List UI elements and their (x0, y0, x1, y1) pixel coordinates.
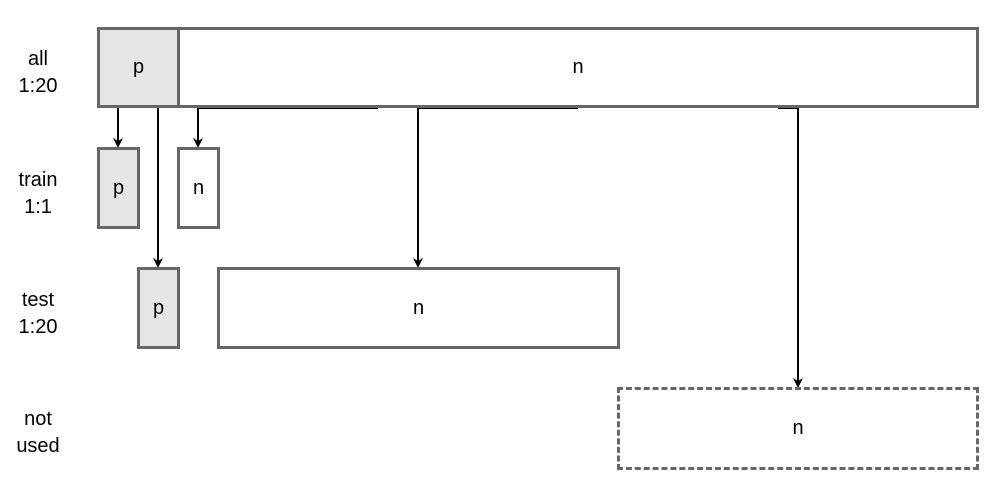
box-label: p (132, 56, 145, 78)
arrow-all-n-to-unused-n (778, 107, 803, 388)
box-label: n (572, 56, 584, 78)
row-name: train (18, 169, 58, 191)
arrow-all-n-to-train-n (193, 107, 378, 148)
row-label-all: all 1:20 (0, 46, 78, 100)
arrow-all-n-to-test-n (413, 107, 578, 268)
train-negative-box: n (177, 147, 220, 229)
row-ratio: used (16, 435, 60, 457)
box-label: p (152, 296, 165, 319)
all-positive-box: p (97, 27, 180, 108)
box-label: p (112, 176, 125, 199)
row-name: all (27, 48, 48, 70)
box-label: n (412, 296, 425, 319)
row-name: test (21, 289, 55, 311)
row-ratio: 1:1 (24, 196, 52, 218)
row-label-not-used: not used (0, 406, 78, 460)
train-positive-box: p (97, 147, 140, 229)
test-positive-box: p (137, 267, 180, 349)
row-name: not (24, 408, 52, 430)
row-ratio: 1:20 (18, 75, 58, 97)
box-label: n (192, 176, 205, 199)
row-label-train: train 1:1 (0, 167, 78, 221)
unused-negative-box: n (617, 387, 979, 470)
row-label-test: test 1:20 (0, 287, 78, 341)
row-ratio: 1:20 (18, 316, 58, 338)
all-negative-box: n (177, 27, 979, 108)
test-negative-box: n (217, 267, 620, 349)
box-label: n (792, 417, 804, 439)
